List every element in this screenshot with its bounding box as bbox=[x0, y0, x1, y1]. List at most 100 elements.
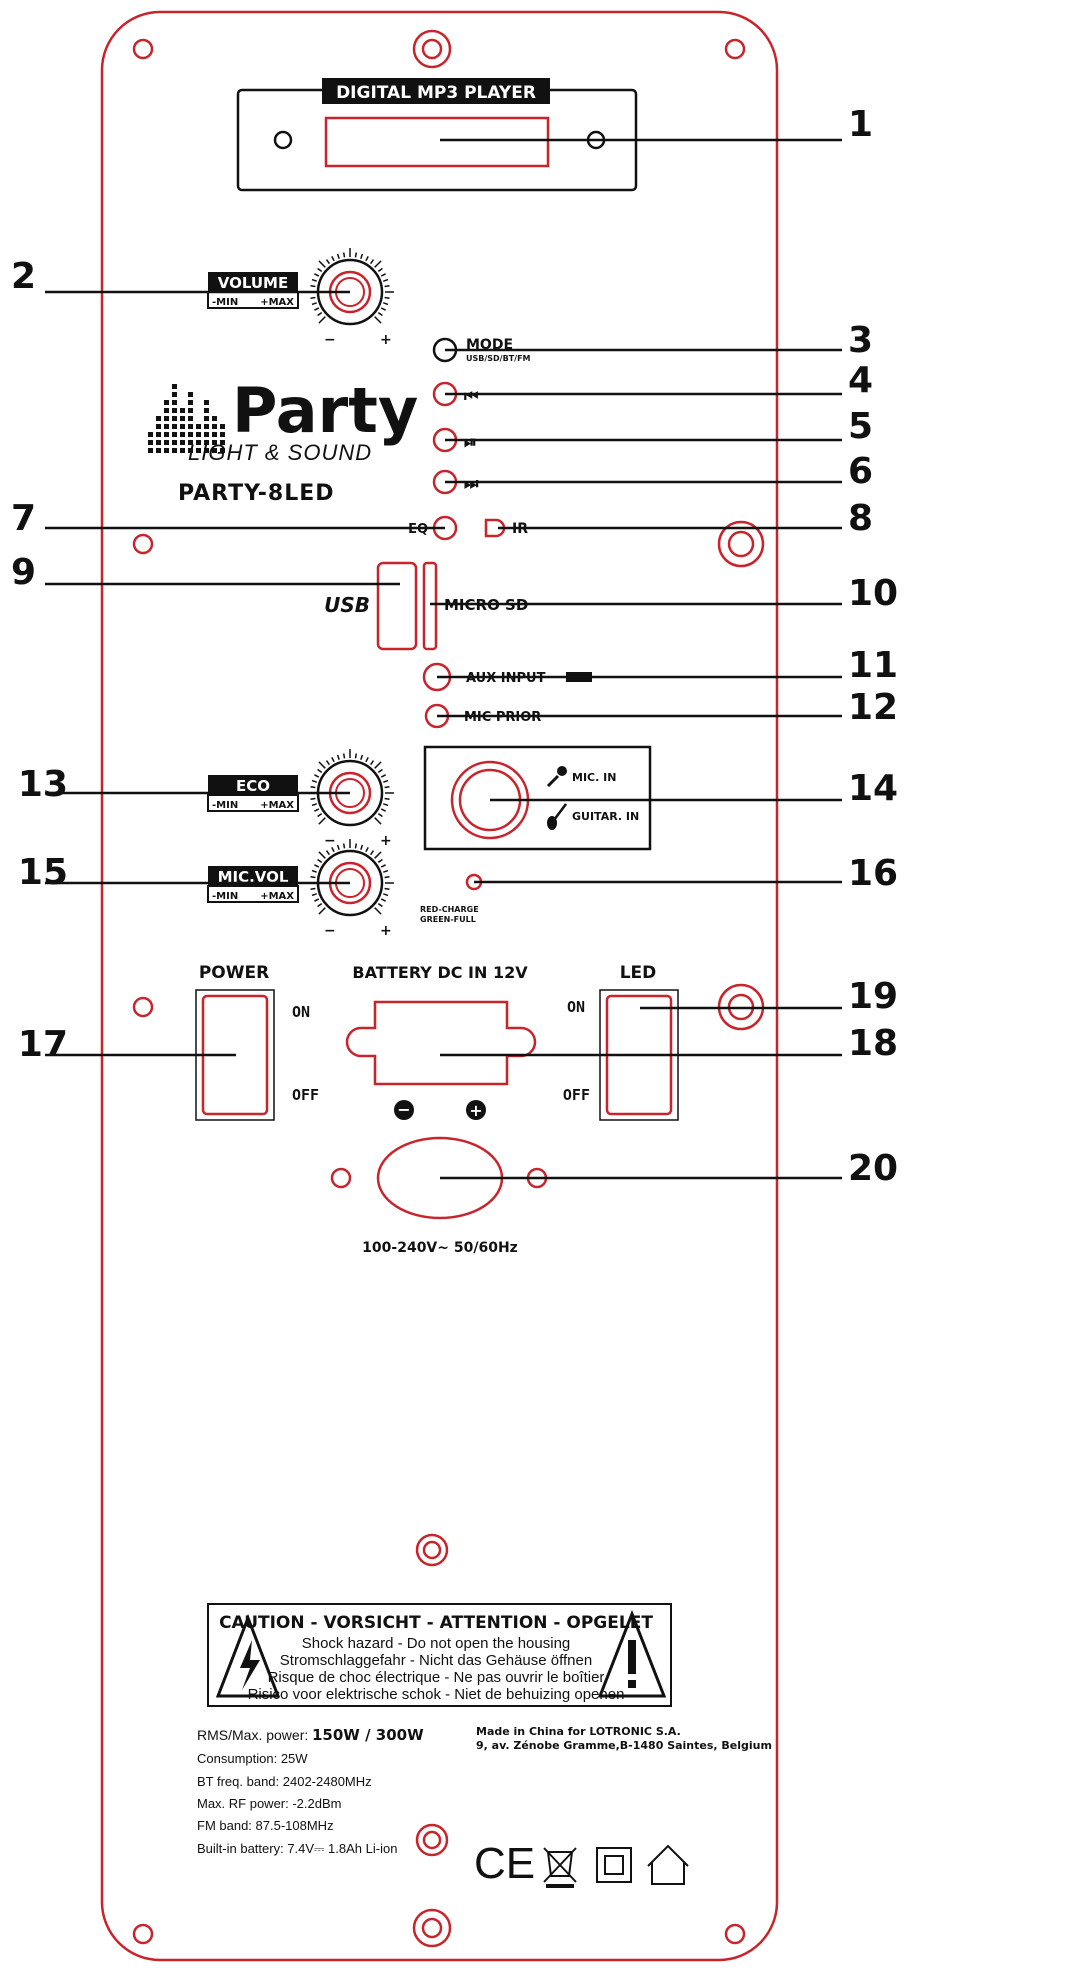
volume-max-label: +MAX bbox=[260, 297, 294, 308]
knob-tick bbox=[317, 858, 323, 864]
callout-number: 11 bbox=[848, 645, 898, 686]
micvol-max-label: +MAX bbox=[260, 891, 294, 902]
knob-tick bbox=[383, 278, 389, 282]
knob-tick bbox=[331, 256, 335, 262]
screw-hole bbox=[132, 996, 154, 1018]
knob-tick bbox=[318, 817, 326, 825]
indoor-use-icon bbox=[647, 1844, 689, 1885]
spec-line: FM band: 87.5-108MHz bbox=[197, 1818, 334, 1833]
knob-tick bbox=[310, 797, 316, 801]
spec-line: BT freq. band: 2402-2480MHz bbox=[197, 1774, 372, 1789]
screw-hole bbox=[132, 38, 154, 60]
callout-number: 9 bbox=[11, 552, 36, 593]
spec-power-value: 150W / 300W bbox=[312, 1726, 424, 1744]
callout-number: 14 bbox=[848, 768, 898, 809]
knob-tick bbox=[384, 887, 390, 891]
knob-tick bbox=[317, 267, 323, 273]
knob-tick bbox=[354, 753, 358, 759]
manufacturer-line: 9, av. Zénobe Gramme,B-1480 Saintes, Bel… bbox=[476, 1739, 772, 1752]
power-switch: POWER ON OFF bbox=[195, 963, 319, 1121]
knob-tick bbox=[354, 252, 358, 258]
screw-hole bbox=[724, 1923, 746, 1945]
knob-tick bbox=[380, 808, 386, 812]
callout-number: 20 bbox=[848, 1148, 898, 1189]
caution-line: Stromschlaggefahr - Nicht das Gehäuse öf… bbox=[280, 1652, 592, 1669]
weee-bin-icon bbox=[543, 1847, 577, 1888]
brand-name: Party bbox=[232, 374, 418, 447]
knob-tick bbox=[384, 296, 390, 300]
knob-tick bbox=[380, 307, 386, 311]
power-on-label: ON bbox=[292, 1003, 310, 1021]
mic-guitar-input: MIC. IN GUITAR. IN bbox=[423, 745, 652, 851]
knob-tick bbox=[377, 768, 383, 774]
eco-plus-sign: + bbox=[380, 833, 392, 849]
screw-hole bbox=[724, 38, 746, 60]
usb-label: USB bbox=[324, 593, 370, 617]
mount-boss bbox=[415, 1533, 449, 1567]
knob-tick bbox=[374, 817, 382, 825]
knob-tick bbox=[314, 774, 320, 778]
eq-label: EQ bbox=[408, 522, 428, 537]
knob-tick bbox=[360, 253, 364, 259]
eco-label-box: ECO -MIN +MAX − + bbox=[207, 775, 392, 849]
led-off-label: OFF bbox=[563, 1086, 590, 1104]
knob-tick bbox=[318, 907, 326, 915]
knob-tick bbox=[310, 785, 316, 789]
knob-tick bbox=[311, 278, 317, 282]
callout-number: 3 bbox=[848, 320, 873, 361]
aux-label: AUX INPUT bbox=[466, 671, 546, 686]
knob-tick bbox=[365, 256, 369, 262]
callout-number: 17 bbox=[18, 1024, 68, 1065]
caution-line: Risque de choc électrique - Ne pas ouvri… bbox=[268, 1669, 605, 1686]
knob-tick bbox=[384, 284, 390, 288]
callout-numbers: 1 2 3 4 5 6 7 8 9 10 11 12 13 14 15 16 1… bbox=[11, 104, 898, 1189]
mic-prior-label: MIC PRIOR bbox=[464, 710, 541, 725]
knob-tick bbox=[318, 761, 326, 769]
led-label: LED bbox=[620, 963, 657, 983]
battery-plus-sign: + bbox=[469, 1101, 482, 1120]
knob-tick bbox=[311, 779, 317, 783]
knob-tick bbox=[384, 797, 390, 801]
mp3-player-title: DIGITAL MP3 PLAYER bbox=[336, 83, 536, 103]
knob-tick bbox=[311, 893, 317, 897]
charge-indicator-led: RED-CHARGE GREEN-FULL bbox=[420, 873, 483, 924]
knob-tick bbox=[374, 851, 382, 859]
knob-tick bbox=[369, 850, 375, 856]
knob-tick bbox=[336, 754, 340, 760]
equalizer-bars-icon bbox=[148, 384, 225, 453]
panel-outline bbox=[100, 10, 779, 1962]
knob-tick bbox=[374, 260, 382, 268]
knob-tick bbox=[383, 779, 389, 783]
knob-tick bbox=[365, 847, 369, 853]
volume-knob bbox=[306, 248, 394, 326]
battery-label: BATTERY DC IN 12V bbox=[352, 963, 528, 982]
spec-line: Max. RF power: -2.2dBm bbox=[197, 1796, 342, 1811]
spec-line: Consumption: 25W bbox=[197, 1751, 308, 1766]
specifications: RMS/Max. power: 150W / 300W Consumption:… bbox=[197, 1726, 424, 1856]
knob-tick bbox=[314, 808, 320, 812]
eco-knob bbox=[306, 749, 394, 827]
lightning-warning-icon bbox=[215, 1613, 281, 1698]
power-off-label: OFF bbox=[292, 1086, 319, 1104]
callout-number: 8 bbox=[848, 498, 873, 539]
ce-mark-icon: CE bbox=[474, 1839, 535, 1888]
callout-number: 15 bbox=[18, 852, 68, 893]
knob-tick bbox=[377, 311, 383, 317]
knob-tick bbox=[331, 757, 335, 763]
knob-tick bbox=[377, 858, 383, 864]
knob-tick bbox=[377, 267, 383, 273]
knob-tick bbox=[336, 844, 340, 850]
knob-tick bbox=[314, 864, 320, 868]
knob-tick bbox=[384, 875, 390, 879]
manufacturer-line: Made in China for LOTRONIC S.A. bbox=[476, 1725, 681, 1738]
knob-tick bbox=[310, 296, 316, 300]
callout-number: 5 bbox=[848, 406, 873, 447]
screw-hole bbox=[132, 533, 154, 555]
volume-plus-sign: + bbox=[380, 332, 392, 348]
knob-tick bbox=[380, 774, 386, 778]
micvol-plus-sign: + bbox=[380, 923, 392, 939]
knob-tick bbox=[383, 869, 389, 873]
callout-number: 12 bbox=[848, 687, 898, 728]
volume-label-box: VOLUME -MIN +MAX − + bbox=[207, 272, 392, 348]
